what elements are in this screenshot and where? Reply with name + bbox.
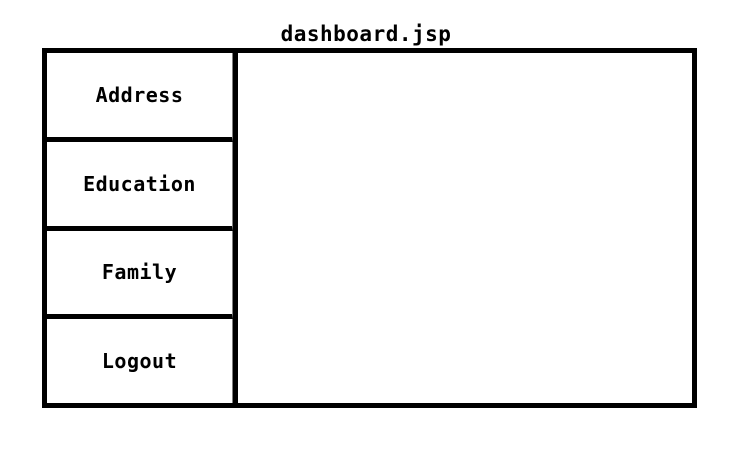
- sidebar-item-label: Address: [95, 82, 184, 107]
- window-frame: Address Education Family Logout: [42, 48, 697, 408]
- main-content-area: [238, 53, 692, 403]
- sidebar-item-logout[interactable]: Logout: [47, 319, 233, 403]
- page-title: dashboard.jsp: [280, 22, 452, 46]
- sidebar-item-label: Logout: [101, 349, 178, 374]
- sidebar-item-education[interactable]: Education: [47, 141, 233, 231]
- sidebar-item-family[interactable]: Family: [47, 230, 233, 320]
- sidebar-item-label: Education: [83, 171, 196, 196]
- sidebar-nav: Address Education Family Logout: [47, 53, 238, 403]
- sidebar-item-address[interactable]: Address: [47, 53, 233, 142]
- sidebar-item-label: Family: [101, 260, 178, 285]
